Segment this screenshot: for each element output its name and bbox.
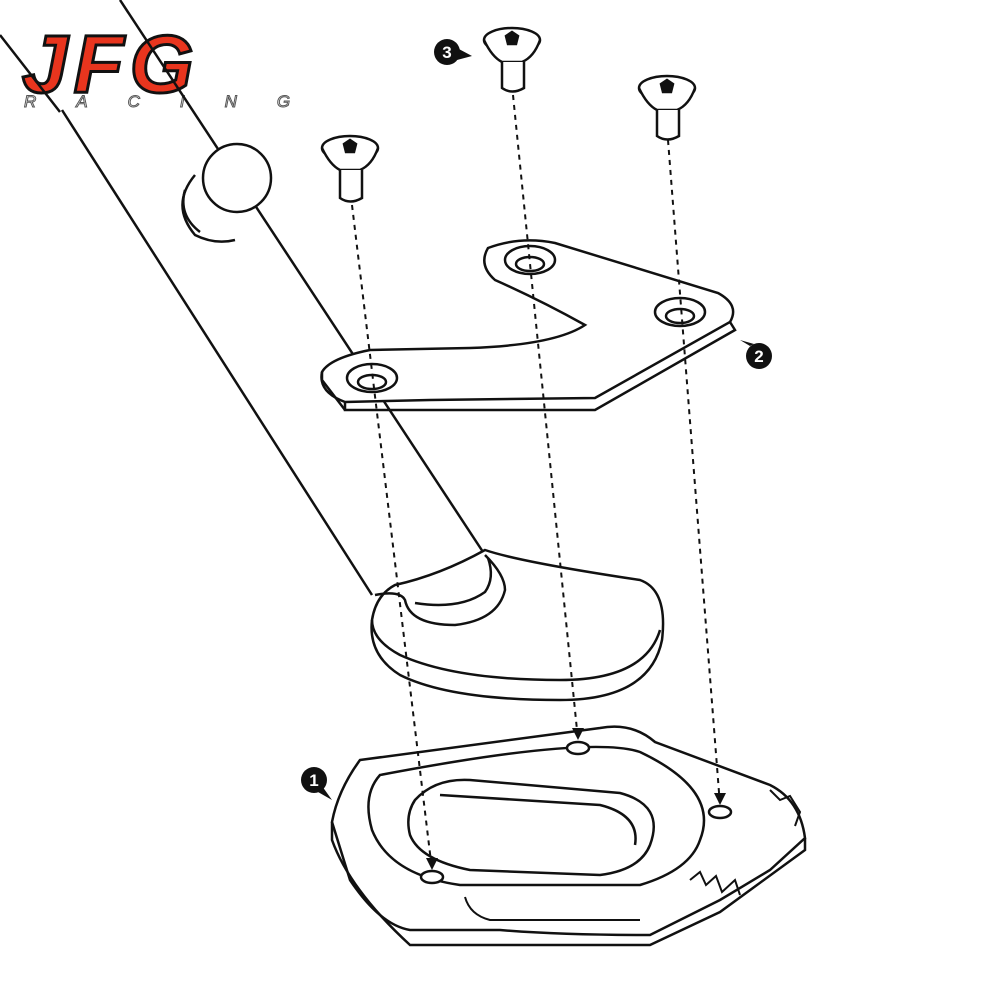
callout-2-label: 2 [754,347,763,366]
screw-left [320,134,380,203]
pad-hole-right [707,804,733,820]
stand-foot [370,548,665,702]
stand-ball-knob [181,142,273,243]
pad-hole-left [419,869,445,885]
screw-center [482,26,542,93]
side-stand-tube [0,0,487,596]
extension-pad [330,725,807,947]
guide-arrowheads [426,728,726,870]
callout-3-label: 3 [442,43,451,62]
pad-hole-center [565,740,591,756]
callout-2: 2 [740,340,772,369]
logo-brand: JFG [22,19,199,110]
callout-1-label: 1 [309,771,318,790]
alignment-guides [351,94,721,871]
logo-tagline: RACING [24,92,330,111]
bracket-plate [320,239,737,412]
callout-3: 3 [434,39,472,65]
callout-1: 1 [301,767,332,800]
jfg-racing-logo: JFG RACING [21,18,330,112]
screw-right [637,74,697,141]
